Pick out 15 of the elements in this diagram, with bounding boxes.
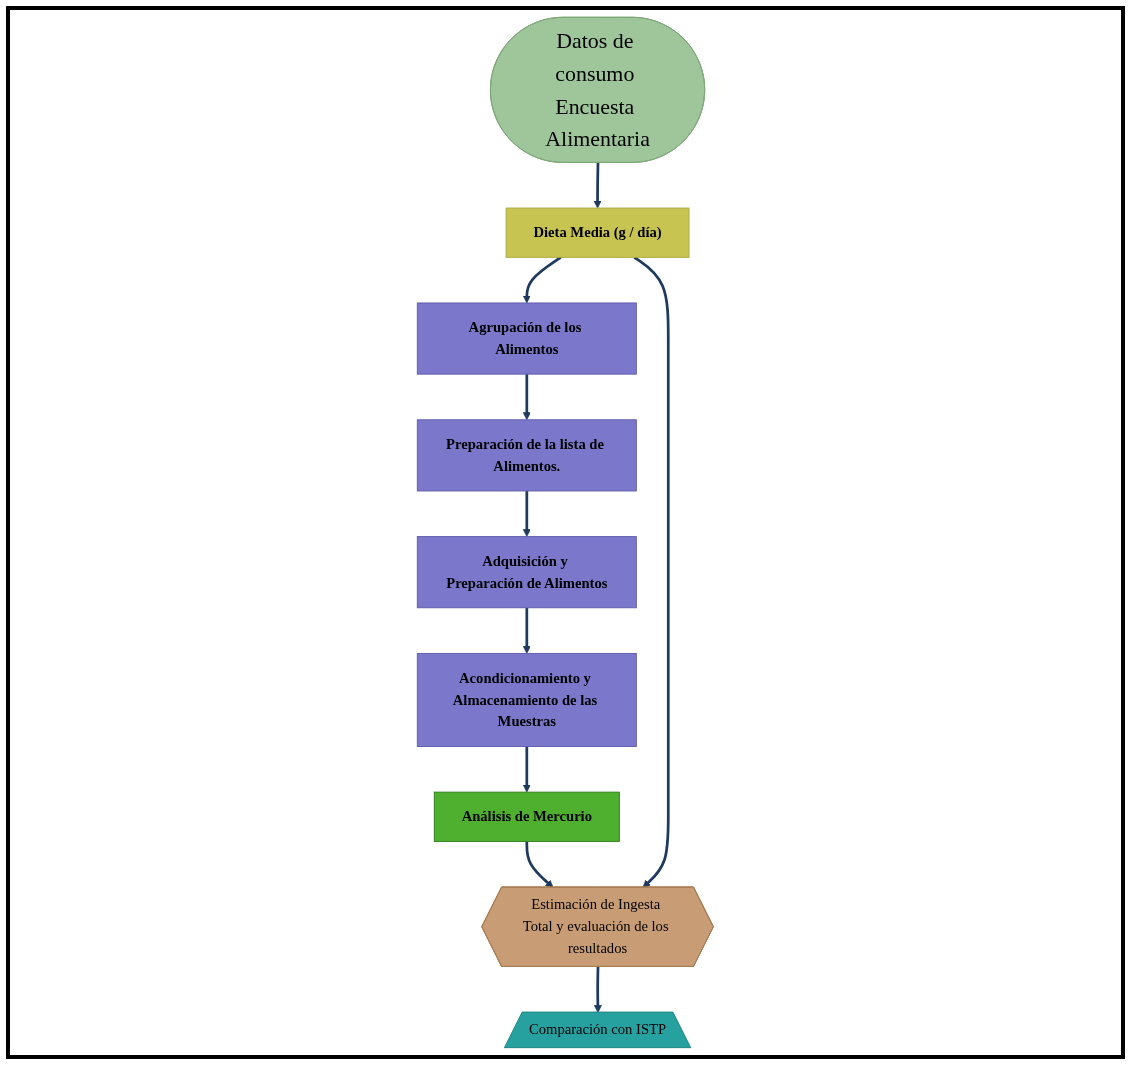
node-box: Acondicionamiento y Almacenamiento de las Muestras [417,652,637,747]
node-box: Adquisición y Preparación de Alimentos [417,536,637,609]
arrow [522,256,562,304]
arrow [633,256,670,888]
arrow [522,607,531,654]
node-box: Preparación de la lista de Alimentos. [417,419,637,492]
node-box: Dieta Media (g / día) [505,207,690,258]
arrow [593,162,602,209]
arrow [594,966,603,1013]
arrow [522,491,531,537]
arrow [522,746,531,793]
arrow [522,374,531,421]
arrow [525,841,554,888]
node-box: Agrupación de los Alimentos [417,302,637,375]
node-box: Análisis de Mercurio [434,791,620,842]
